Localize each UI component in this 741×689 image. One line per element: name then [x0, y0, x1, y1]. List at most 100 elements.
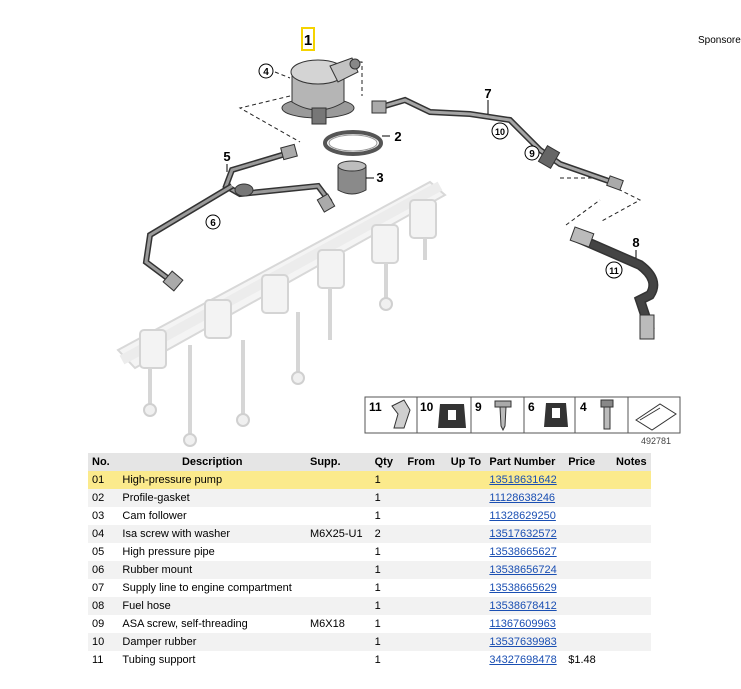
table-header-row: No. Description Supp. Qty From Up To Par…	[88, 453, 651, 471]
diagram-number: 492781	[641, 436, 671, 446]
row-up-to	[446, 579, 486, 597]
row-description: Rubber mount	[118, 561, 306, 579]
damper-rubber-icon	[438, 404, 466, 428]
view-angle-icon	[635, 403, 677, 431]
callout-1[interactable]: 1	[304, 32, 312, 49]
callout-8[interactable]: 8	[632, 235, 640, 258]
row-notes	[612, 507, 651, 525]
high-pressure-pump-drawing	[281, 57, 361, 125]
callout-2[interactable]: 2	[382, 129, 402, 144]
row-description: High-pressure pump	[118, 471, 306, 489]
part-number-link[interactable]: 13538678412	[489, 600, 557, 612]
row-supp	[305, 489, 371, 507]
row-supp	[305, 507, 371, 525]
row-description: Isa screw with washer	[118, 525, 306, 543]
part-number-link[interactable]: 11367609963	[489, 618, 556, 630]
row-no: 10	[88, 633, 119, 651]
part-number-link[interactable]: 13538656724	[489, 564, 557, 576]
callout-6[interactable]: 6	[205, 214, 221, 230]
svg-text:3: 3	[376, 170, 383, 185]
row-price	[564, 543, 613, 561]
part-number-link[interactable]: 13517632572	[489, 528, 557, 540]
svg-text:9: 9	[529, 149, 535, 160]
row-price	[564, 633, 613, 651]
part-number-link[interactable]: 11128638246	[489, 492, 556, 504]
legend-10: 10	[420, 400, 434, 414]
row-part-number: 34327698478	[485, 651, 565, 669]
row-price	[564, 615, 613, 633]
part-number-link[interactable]: 11328629250	[489, 510, 556, 522]
row-up-to	[446, 633, 486, 651]
callout-5[interactable]: 5	[223, 149, 231, 172]
row-price	[564, 597, 613, 615]
part-number-link[interactable]: 13538665627	[489, 546, 557, 558]
row-no: 09	[88, 615, 119, 633]
row-price	[564, 489, 613, 507]
row-no: 06	[88, 561, 119, 579]
row-notes	[612, 561, 651, 579]
row-price	[564, 579, 613, 597]
row-supp	[305, 543, 371, 561]
row-price	[564, 471, 613, 489]
cam-follower-drawing	[337, 160, 367, 195]
row-price	[564, 507, 613, 525]
col-qty: Qty	[370, 453, 404, 471]
row-no: 07	[88, 579, 119, 597]
col-part-number: Part Number	[485, 453, 565, 471]
row-notes	[612, 615, 651, 633]
callout-3[interactable]: 3	[366, 170, 384, 185]
sponsored-label: Sponsored	[698, 35, 741, 46]
row-part-number: 13538678412	[485, 597, 565, 615]
row-part-number: 11367609963	[485, 615, 565, 633]
row-qty: 1	[370, 471, 404, 489]
callout-9[interactable]: 9	[524, 145, 540, 161]
row-notes	[612, 489, 651, 507]
svg-text:11: 11	[609, 266, 619, 276]
part-number-link[interactable]: 13537639983	[489, 636, 557, 648]
row-up-to	[446, 615, 486, 633]
tubing-support-icon	[391, 399, 411, 429]
row-supp	[305, 651, 371, 669]
row-notes	[612, 597, 651, 615]
row-part-number: 13517632572	[485, 525, 565, 543]
row-from	[403, 471, 447, 489]
supply-line-drawing	[371, 96, 624, 191]
row-qty: 1	[370, 651, 404, 669]
profile-gasket-drawing	[323, 130, 383, 156]
row-supp	[305, 579, 371, 597]
row-part-number: 11128638246	[485, 489, 565, 507]
row-from	[403, 615, 447, 633]
screw-icon	[494, 400, 512, 432]
callout-11[interactable]: 11	[605, 261, 623, 279]
col-supp: Supp.	[305, 453, 371, 471]
svg-text:8: 8	[632, 235, 639, 250]
row-from	[403, 651, 447, 669]
row-qty: 1	[370, 597, 404, 615]
legend-9: 9	[475, 400, 482, 414]
part-number-link[interactable]: 13518631642	[489, 474, 557, 486]
row-from	[403, 489, 447, 507]
part-number-link[interactable]: 13538665629	[489, 582, 557, 594]
row-no: 08	[88, 597, 119, 615]
callout-7[interactable]: 7	[484, 86, 492, 114]
col-price: Price	[564, 453, 613, 471]
row-part-number: 13538656724	[485, 561, 565, 579]
callout-10[interactable]: 10	[491, 122, 509, 140]
row-notes	[612, 471, 651, 489]
callout-4[interactable]: 4	[258, 63, 274, 79]
row-from	[403, 543, 447, 561]
row-supp	[305, 471, 371, 489]
part-number-link[interactable]: 34327698478	[489, 654, 557, 666]
rubber-mount-icon	[544, 403, 568, 427]
